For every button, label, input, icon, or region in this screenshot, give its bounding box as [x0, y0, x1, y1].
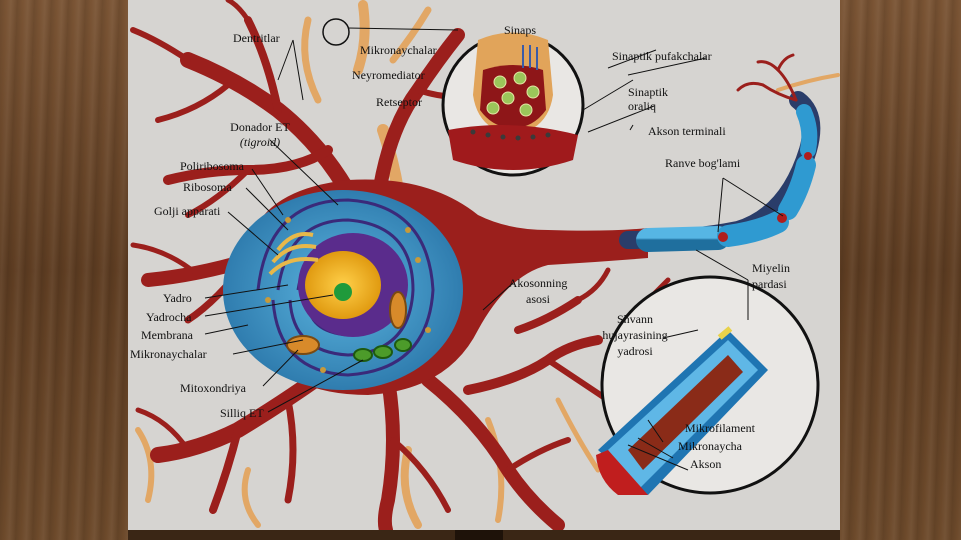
- label-mikronaychalar: Mikronaychalar: [360, 43, 437, 57]
- synapse-inset: [441, 32, 585, 177]
- label-miyelin-2: pardasi: [752, 277, 787, 291]
- axon: [619, 91, 821, 252]
- label-mitoxondriya: Mitoxondriya: [180, 381, 246, 395]
- label-donador-et: Donador ET: [230, 120, 290, 134]
- label-golji: Golji apparati: [154, 204, 221, 218]
- smooth-er: [353, 338, 412, 362]
- leader-lines: [204, 39, 784, 471]
- label-mikronaychalar-2: Mikronaychalar: [130, 347, 207, 361]
- label-poliribosoma: Poliribosoma: [180, 159, 245, 173]
- label-yadro: Yadro: [163, 291, 192, 305]
- golgi-apparatus: [268, 232, 319, 276]
- label-yadrocha: Yadrocha: [146, 310, 192, 324]
- dendrite-tips: [135, 0, 840, 529]
- label-membrana: Membrana: [141, 328, 193, 342]
- label-shvann-1: Shvann: [617, 312, 653, 326]
- label-mikronaycha: Mikronaycha: [678, 439, 742, 453]
- label-tigroid: (tigroid): [239, 135, 281, 149]
- label-miyelin-1: Miyelin: [752, 261, 790, 275]
- label-akson: Akson: [690, 457, 722, 471]
- bottom-tab: [455, 530, 503, 540]
- label-shvann-2: hujayrasining: [602, 328, 668, 342]
- nucleolus: [334, 283, 352, 301]
- label-shvann-3: yadrosi: [617, 344, 653, 358]
- label-mikrofilament: Mikrofilament: [685, 421, 755, 435]
- label-sinaptik-oraliq-1: Sinaptik: [628, 85, 669, 99]
- label-sinaptik-oraliq-2: oraliq: [628, 99, 656, 113]
- label-neyromediator: Neyromediator: [352, 68, 425, 82]
- neuron-illustration: [130, 0, 840, 530]
- label-sinaps: Sinaps: [504, 23, 537, 37]
- label-silliq-et: Silliq ET: [220, 406, 264, 420]
- ribosomes: [265, 217, 431, 373]
- label-dentritlar: Dentritlar: [233, 31, 280, 45]
- label-sinaptik-pufakchalar: Sinaptik pufakchalar: [612, 49, 712, 63]
- synapse-source-circle: [322, 18, 350, 46]
- mitochondria: [286, 335, 320, 355]
- axon-terminal: [736, 53, 798, 102]
- label-retseptor: Retseptor: [376, 95, 422, 109]
- neuron-diagram: Dentritlar Sinaps Mikronaychalar Sinapti…: [128, 0, 840, 530]
- label-akson-terminali: Akson terminali: [648, 124, 726, 138]
- synapse-pointer: [347, 27, 459, 31]
- label-ranve: Ranve bog'lami: [665, 156, 741, 170]
- label-akson-asosi-2: asosi: [526, 292, 550, 306]
- label-akson-asosi-1: Akosonning: [508, 276, 568, 290]
- label-ribosoma: Ribosoma: [183, 180, 232, 194]
- mitochondria-2: [389, 291, 407, 329]
